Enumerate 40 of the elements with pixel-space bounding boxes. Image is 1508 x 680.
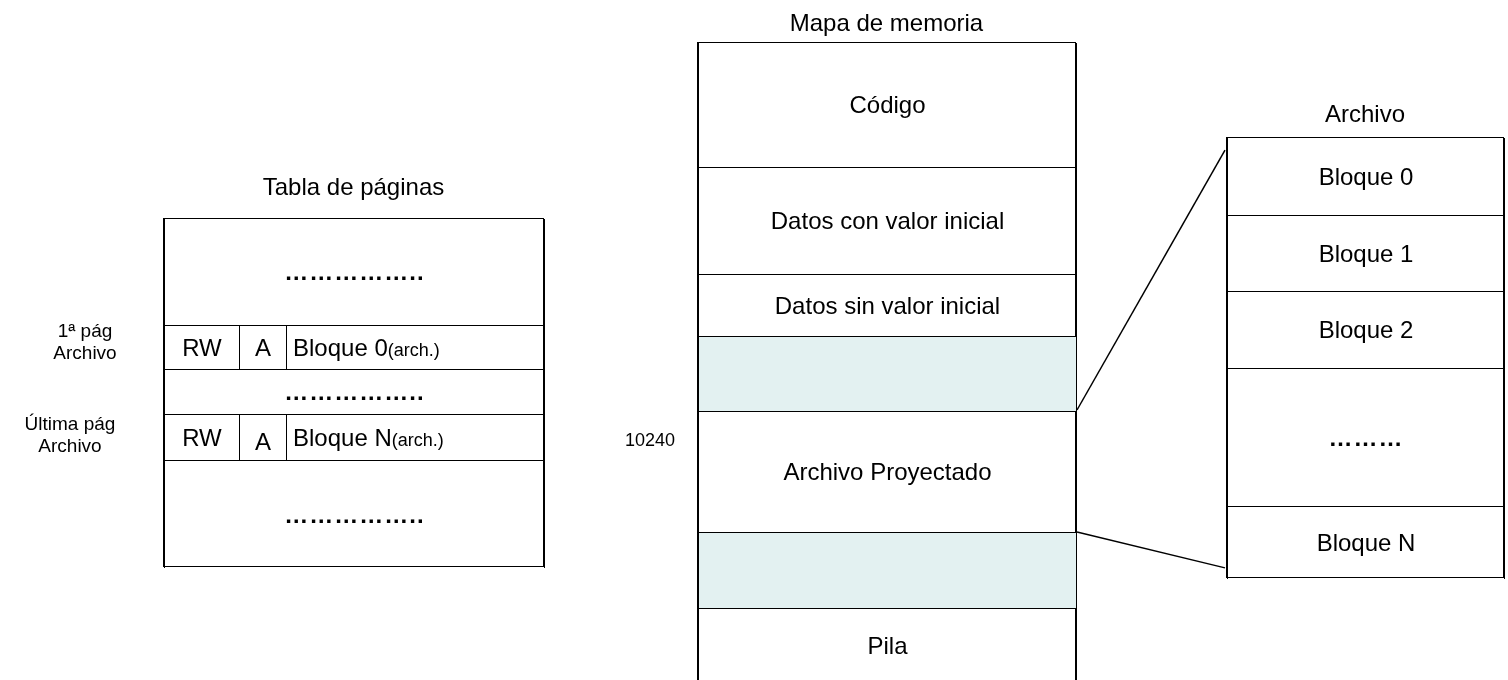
ellipsis: ……… bbox=[1328, 423, 1404, 452]
ellipsis: …………….. bbox=[284, 500, 425, 529]
cell-text: RW bbox=[182, 423, 222, 452]
projection-line bbox=[1076, 531, 1226, 569]
side-label: Última pág Archivo bbox=[23, 413, 117, 457]
ellipsis-cell bbox=[1227, 368, 1505, 507]
table-cell bbox=[1227, 291, 1505, 369]
ellipsis: …………….. bbox=[284, 378, 425, 406]
table-cell bbox=[698, 167, 1077, 275]
diagram-heading: Archivo bbox=[1324, 100, 1406, 128]
cell-text: Bloque 2 bbox=[1318, 316, 1414, 344]
ellipsis: …………….. bbox=[284, 258, 425, 286]
diagram-heading: Tabla de páginas bbox=[261, 173, 446, 201]
cell-text: Datos sin valor inicial bbox=[774, 291, 1001, 320]
cell-text: RW bbox=[182, 333, 222, 362]
cell-text: Código bbox=[849, 91, 926, 119]
ellipsis-cell bbox=[164, 369, 545, 415]
cell-text: A bbox=[255, 427, 271, 456]
ellipsis-cell bbox=[164, 219, 545, 326]
cell-text: Bloque N bbox=[1316, 529, 1416, 557]
table-cell bbox=[698, 43, 1077, 168]
projection-line bbox=[1076, 149, 1226, 411]
cell-text: Datos con valor inicial bbox=[770, 207, 1005, 235]
cell-text: Archivo Proyectado bbox=[783, 458, 992, 486]
side-label: 10240 bbox=[623, 430, 677, 451]
table-cell bbox=[1227, 138, 1505, 216]
cell-text: Bloque N(arch.) bbox=[293, 423, 444, 452]
table-cell bbox=[1227, 506, 1505, 579]
shaded-region bbox=[698, 532, 1077, 609]
table-cell bbox=[698, 608, 1077, 680]
ellipsis-cell bbox=[164, 460, 545, 568]
cell-text: Bloque 0(arch.) bbox=[293, 333, 440, 362]
shaded-region bbox=[698, 336, 1077, 412]
diagram-heading: Mapa de memoria bbox=[788, 9, 985, 37]
cell-text: Bloque 0 bbox=[1318, 162, 1414, 191]
cell-text: Pila bbox=[867, 632, 908, 660]
table-cell bbox=[1227, 215, 1505, 292]
cell-text: A bbox=[255, 333, 271, 362]
cell-text: Bloque 1 bbox=[1318, 239, 1414, 268]
side-label: 1ª pág Archivo bbox=[52, 320, 118, 364]
